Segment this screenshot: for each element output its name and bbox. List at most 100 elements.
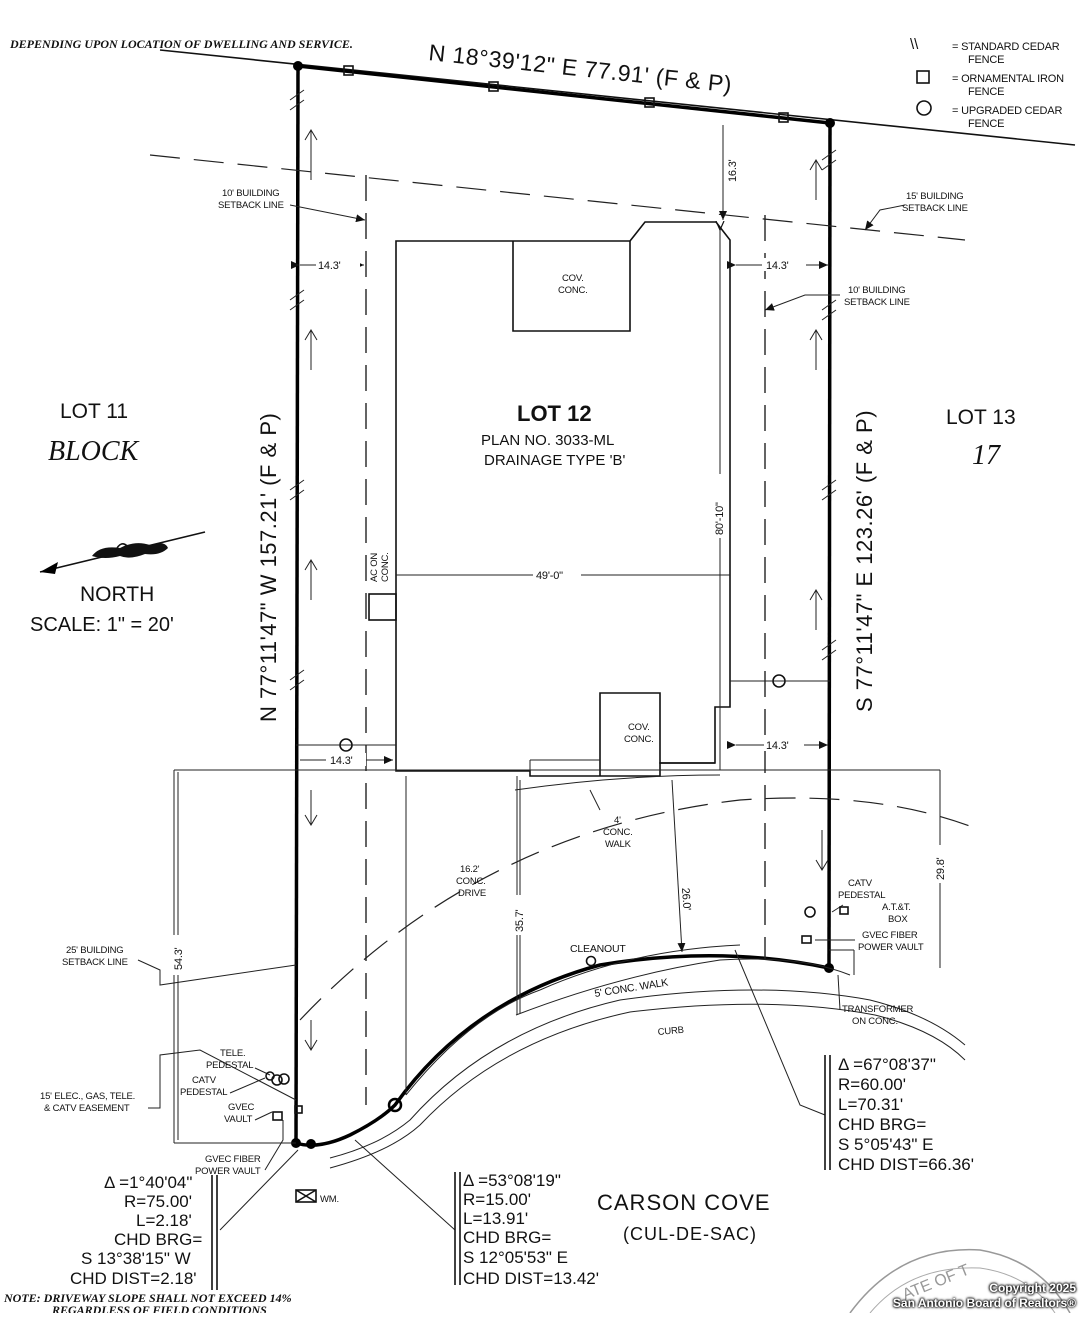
walk-inner [515, 958, 851, 1016]
dim-14-3-east-bottom: 14.3' [766, 740, 789, 752]
front-setback-label-1: 25' BUILDING [66, 945, 124, 956]
curve2-chd-brg: S 12°05'53" E [463, 1248, 568, 1267]
drive-label-2: CONC. [456, 876, 486, 887]
easement-label-2: & CATV EASEMENT [44, 1103, 130, 1114]
legend-iron-label: = ORNAMENTAL IRON [952, 73, 1064, 85]
legend-iron-label2: FENCE [968, 86, 1004, 98]
front-cov-label-2: CONC. [624, 734, 654, 745]
drainage-arrows [304, 129, 829, 1051]
legend-iron-symbol [916, 70, 930, 84]
conc-walk-label: 5' CONC. WALK [594, 976, 669, 1000]
ac-label-2: CONC. [380, 552, 391, 582]
dim-16-3: 16.3' [727, 159, 739, 182]
curve1-chd-dist: CHD DIST=2.18' [70, 1269, 197, 1288]
catv-left-label-2: PEDESTAL [180, 1087, 227, 1098]
corner-pin [293, 61, 303, 71]
gvec-power-vault-right [801, 935, 812, 944]
gvec-fiber-label-2: POWER VAULT [195, 1166, 261, 1177]
side-fence-hatches [289, 89, 837, 691]
walk-label-3: WALK [605, 839, 632, 850]
dim-80-10: 80'-10" [714, 502, 726, 535]
catv-right-label-1: CATV [848, 878, 873, 889]
block-label: BLOCK [48, 436, 140, 467]
front-covered-porch [599, 692, 715, 776]
curve1-delta: Δ =1°40'04" [104, 1173, 192, 1192]
gvec-right-label-2: POWER VAULT [858, 942, 924, 953]
curve1-chd-brg: S 13°38'15" W [81, 1249, 191, 1268]
curve3-chd-brg: S 5°05'43" E [838, 1135, 933, 1154]
drive-label-1: 16.2' [460, 864, 480, 875]
dim-49-0: 49'-0" [536, 570, 563, 582]
curve-table-1: Δ =1°40'04" R=75.00' L=2.18' CHD BRG= S … [70, 1173, 218, 1290]
front-cov-label-1: COV. [628, 722, 650, 733]
curve2-chd-brg-label: CHD BRG= [463, 1228, 551, 1247]
front-setback-label-2: SETBACK LINE [62, 957, 128, 968]
dimension-lines [177, 125, 941, 1140]
curve2-length: L=13.91' [463, 1209, 528, 1228]
easement-label-1: 15' ELEC., GAS, TELE. [40, 1091, 135, 1102]
curve-table-2: Δ =53°08'19" R=15.00' L=13.91' CHD BRG= … [454, 1171, 599, 1288]
west-line-bearing: N 77°11'47" W 157.21' (F & P) [256, 413, 281, 722]
walk-outer [329, 989, 966, 1159]
legend: \\ = STANDARD CEDAR FENCE = ORNAMENTAL I… [910, 36, 1064, 130]
east-setback-label-2: SETBACK LINE [844, 297, 910, 308]
north-label: NORTH [80, 583, 154, 606]
walk-label-2: CONC. [603, 827, 633, 838]
curve2-chd-dist: CHD DIST=13.42' [463, 1269, 599, 1288]
curve2-delta: Δ =53°08'19" [463, 1171, 561, 1190]
ac-label-1: AC ON [369, 553, 380, 582]
dimension-labels: 14.3' 14.3' 14.3' 14.3' 16.3' 80'-10" 49… [171, 159, 947, 975]
curve3-chd-dist: CHD DIST=66.36' [838, 1155, 974, 1174]
dim-29-8: 29.8' [935, 857, 947, 880]
dim-14-3-west-bottom: 14.3' [330, 755, 353, 767]
setback-lines [149, 154, 981, 1105]
house-footprint [368, 222, 731, 777]
lot-13-label: LOT 13 [946, 406, 1016, 429]
copyright-line-1: Copyright 2025 [989, 1281, 1076, 1295]
upgraded-fence-markers [296, 674, 830, 752]
dim-14-3-west-top: 14.3' [318, 260, 341, 272]
drive-label-3: DRIVE [458, 888, 486, 899]
dim-35-7: 35.7' [514, 909, 526, 932]
water-meter [295, 1189, 317, 1203]
tele-label-2: PEDESTAL [206, 1060, 253, 1071]
transformer-label-2: ON CONC. [852, 1016, 898, 1027]
dim-54-3: 54.3' [173, 947, 185, 970]
east-line-bearing: S 77°11'47" E 123.26' (F & P) [852, 410, 877, 712]
cleanout-label: CLEANOUT [570, 943, 626, 955]
curve3-length: L=70.31' [838, 1095, 903, 1114]
site-improvements [173, 769, 966, 1169]
curve3-chd-brg-label: CHD BRG= [838, 1115, 926, 1134]
setback-15-label-2: SETBACK LINE [902, 203, 968, 214]
gvec-vault-label-2: VAULT [224, 1114, 253, 1125]
property-lines [159, 49, 1076, 1149]
drainage-type: DRAINAGE TYPE 'B' [484, 452, 625, 469]
curve3-delta: Δ =67°08'37" [838, 1055, 936, 1074]
catv-pedestal-left [265, 1071, 275, 1081]
bottom-note-2: REGARDLESS OF FIELD CONDITIONS [51, 1303, 267, 1313]
gvec-vault-label-1: GVEC [228, 1102, 254, 1113]
catv-pedestal-right [804, 906, 816, 918]
street-type: (CUL-DE-SAC) [623, 1224, 757, 1244]
callout-labels: 10' BUILDING SETBACK LINE 15' BUILDING S… [40, 188, 968, 1205]
legend-standard-label: = STANDARD CEDAR [952, 41, 1060, 53]
plan-number: PLAN NO. 3033-ML [481, 432, 614, 449]
setback-15-label-1: 15' BUILDING [906, 191, 964, 202]
legend-standard-symbol: \\ [910, 36, 919, 53]
rear-setback-label-2: SETBACK LINE [218, 200, 284, 211]
top-note: DEPENDING UPON LOCATION OF DWELLING AND … [9, 37, 353, 51]
legend-upgraded-label2: FENCE [968, 118, 1004, 130]
leader-lines [137, 204, 906, 1231]
transformer-label-1: TRANSFORMER [842, 1004, 914, 1015]
curb-label: CURB [657, 1025, 684, 1038]
legend-upgraded-label: = UPGRADED CEDAR [952, 105, 1062, 117]
street-name: CARSON COVE [597, 1190, 771, 1215]
east-property-line [827, 122, 832, 969]
gvec-vault [272, 1111, 283, 1121]
tele-label-1: TELE. [220, 1048, 245, 1059]
att-box [839, 906, 849, 915]
rear-setback-label-1: 10' BUILDING [222, 188, 280, 199]
cleanout-marker [585, 955, 597, 967]
legend-standard-label2: FENCE [968, 54, 1004, 66]
